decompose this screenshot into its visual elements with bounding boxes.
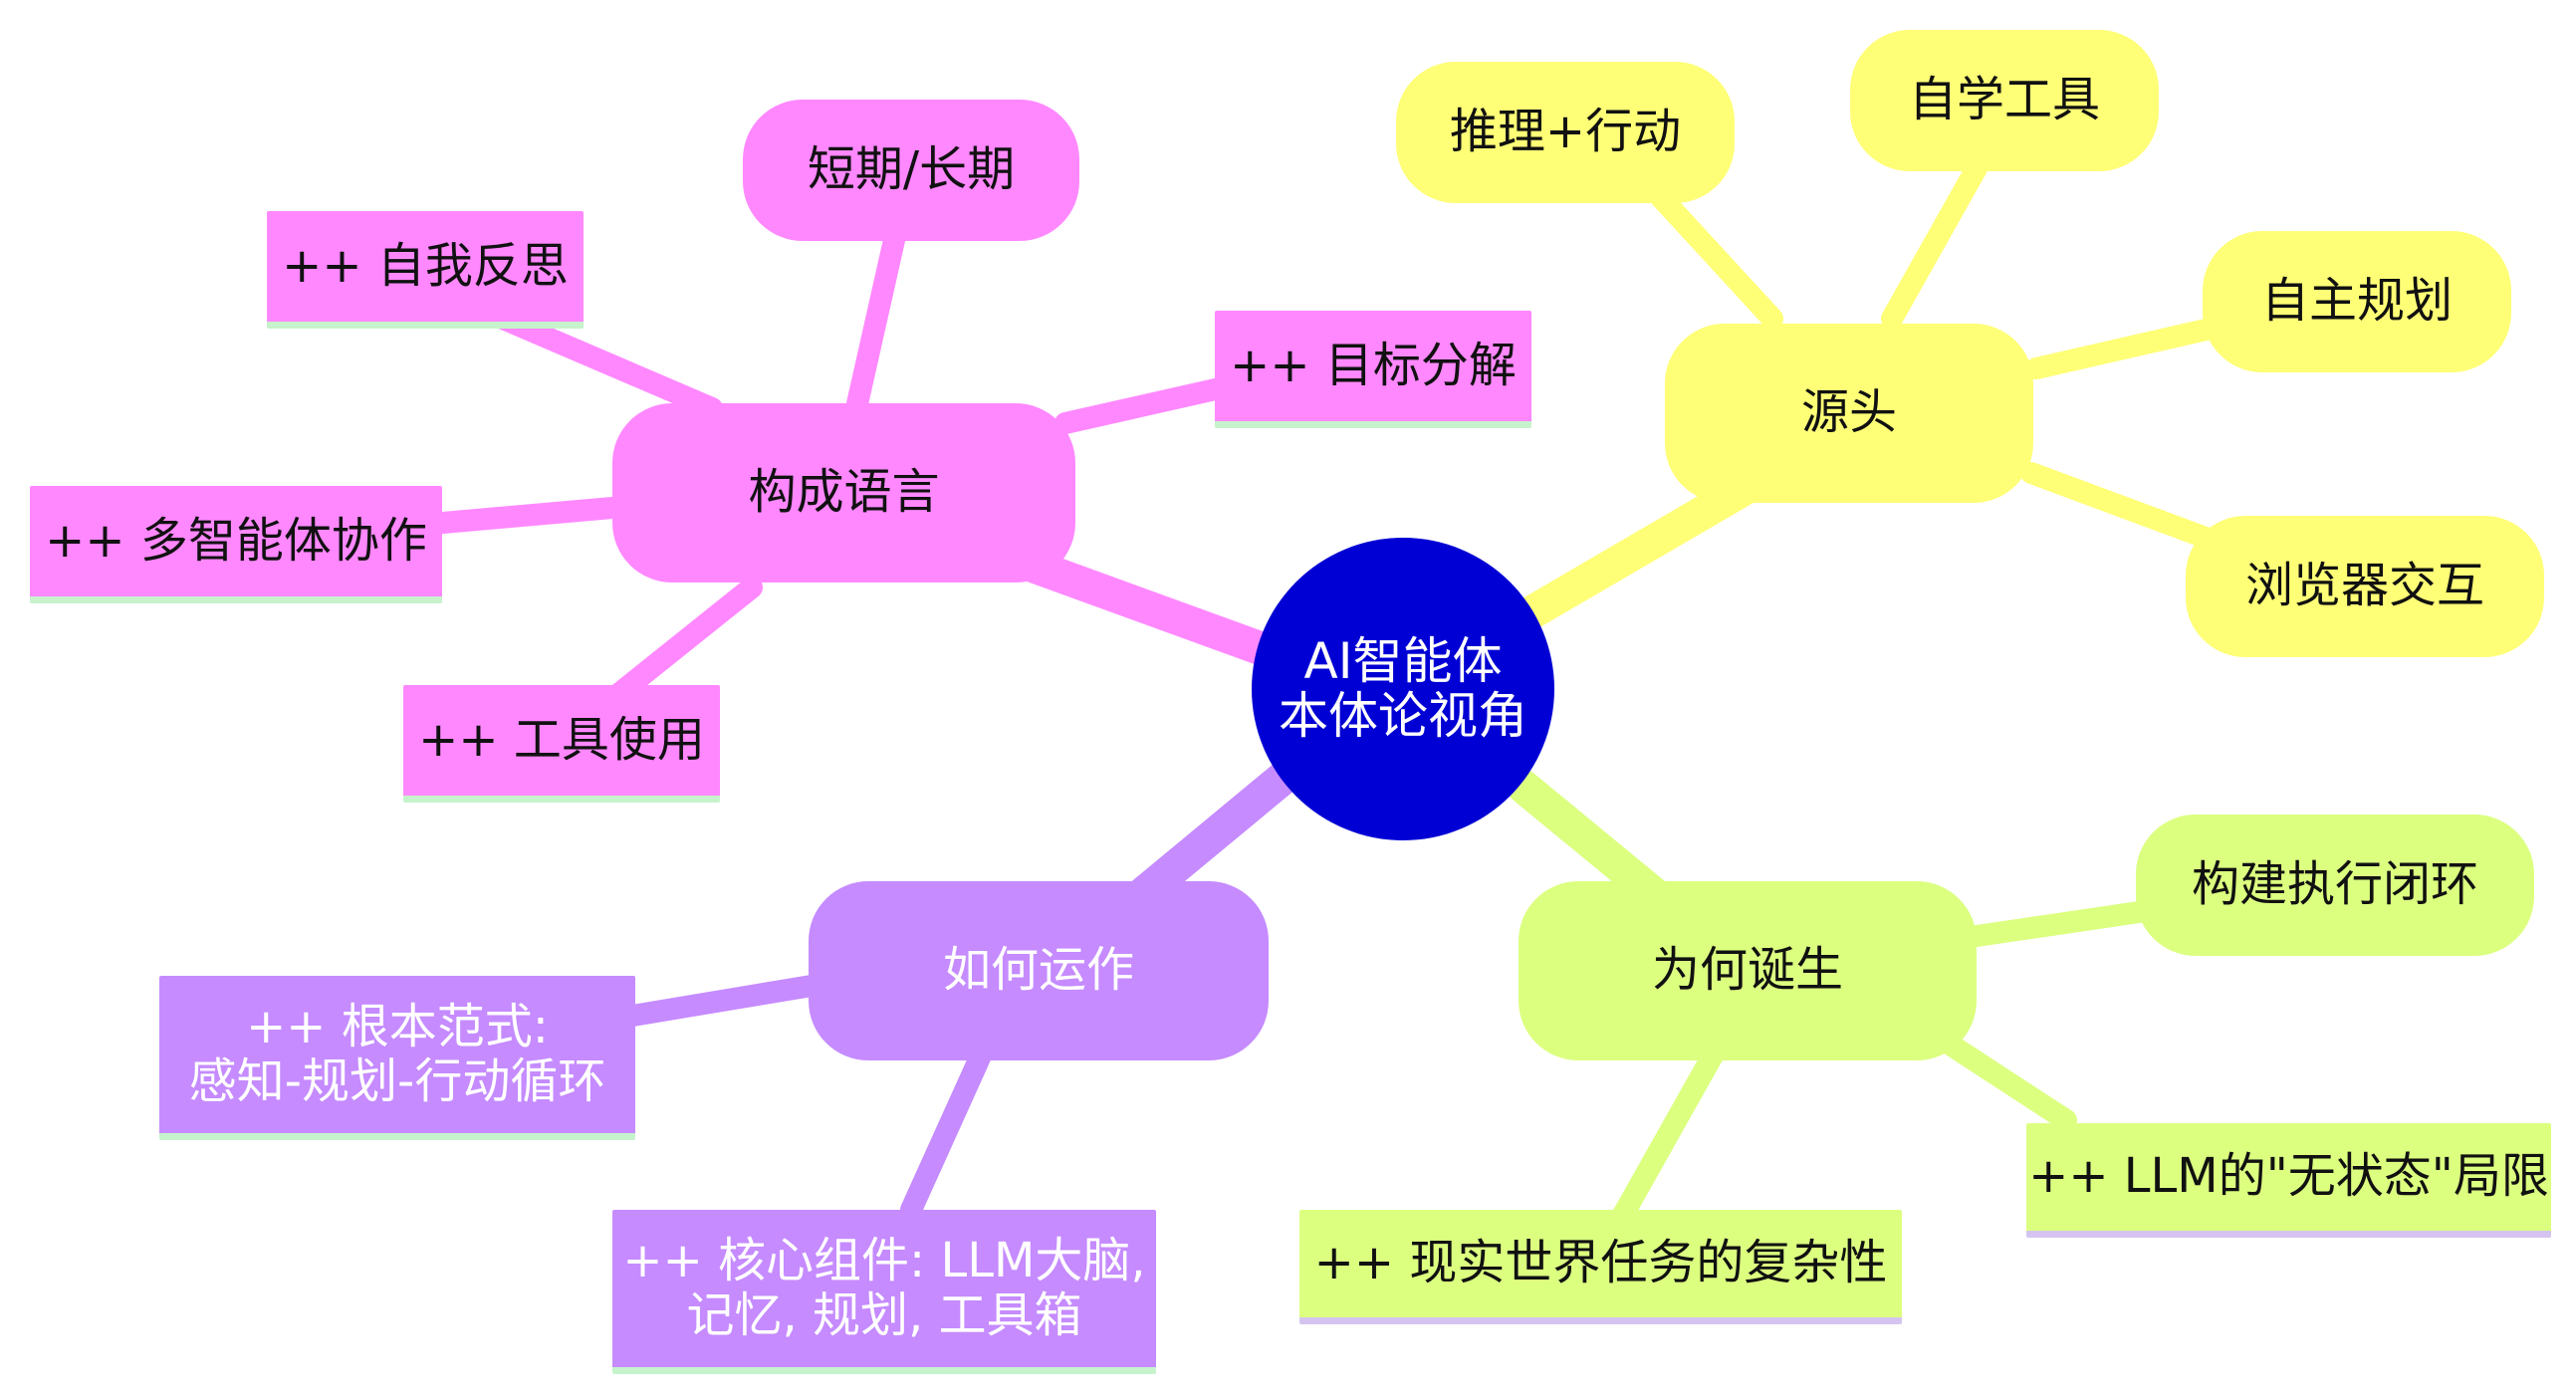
leaf-goal-decomposition: ++ 目标分解 — [1215, 311, 1531, 428]
edge-composition-self-reflect — [492, 308, 723, 419]
edge-origin-reason-act — [1647, 183, 1783, 330]
branch-composition: 构成语言 — [612, 403, 1075, 583]
leaf-browser-interaction: 浏览器交互 — [2186, 516, 2544, 657]
branch-origin: 源头 — [1665, 324, 2033, 503]
leaf-self-reflect: ++ 自我反思 — [267, 211, 584, 329]
leaf-core-components: ++ 核心组件: LLM大脑, 记忆, 规划, 工具箱 — [612, 1210, 1156, 1374]
leaf-closed-loop: 构建执行闭环 — [2136, 815, 2534, 956]
leaf-self-learn-tools: 自学工具 — [1850, 30, 2159, 171]
branch-how-it-works: 如何运作 — [809, 881, 1269, 1060]
edge-composition-goal — [1054, 377, 1231, 434]
edge-composition-multi — [432, 497, 623, 534]
root-node: AI智能体 本体论视角 — [1252, 538, 1554, 840]
edge-why-stateless — [1941, 1035, 2077, 1131]
edge-root-composition — [994, 541, 1301, 674]
edge-origin-plan — [2025, 318, 2222, 379]
branch-why-born: 为何诞生 — [1519, 881, 1977, 1060]
edge-origin-browser — [2020, 462, 2217, 549]
leaf-multi-agent: ++ 多智能体协作 — [30, 486, 442, 603]
leaf-tool-use: ++ 工具使用 — [403, 685, 720, 803]
edge-composition-short-long — [845, 198, 912, 419]
leaf-llm-stateless: ++ LLM的"无状态"局限 — [2026, 1123, 2551, 1238]
leaf-paradigm: ++ 根本范式: 感知-规划-行动循环 — [159, 976, 635, 1140]
leaf-autonomous-planning: 自主规划 — [2203, 231, 2511, 372]
leaf-real-world-complexity: ++ 现实世界任务的复杂性 — [1299, 1210, 1902, 1324]
leaf-reason-act: 推理+行动 — [1396, 62, 1735, 203]
edge-origin-self-learn — [1881, 148, 1992, 330]
edge-how-core — [900, 1045, 992, 1221]
edge-why-closed-loop — [1966, 900, 2157, 947]
leaf-short-long: 短期/长期 — [743, 100, 1079, 241]
edge-how-paradigm — [621, 975, 822, 1027]
edge-why-real-world — [1612, 1045, 1724, 1226]
